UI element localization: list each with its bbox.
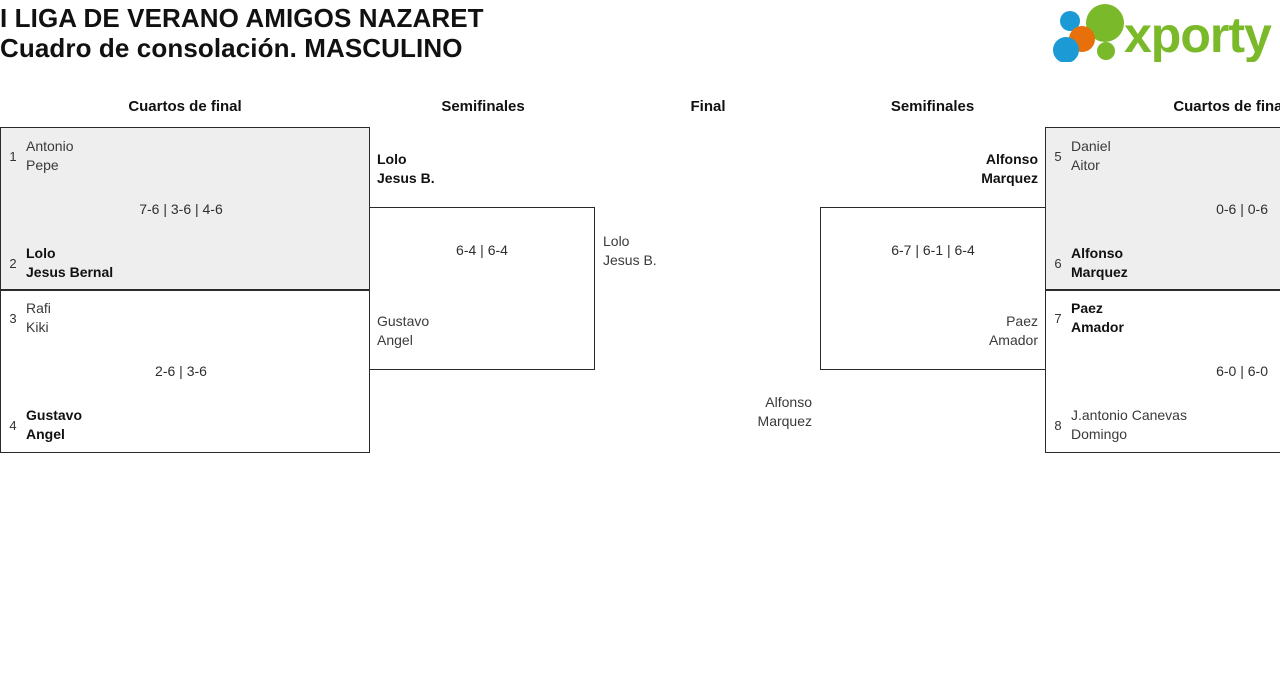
logo-wordmark: xporty [1124,7,1273,62]
competitor-left-sf-top[interactable]: Lolo Jesus B. [377,150,435,188]
player-name-2: Aitor [1071,157,1100,173]
player-name-1: Lolo [26,245,56,261]
competitor-right-qf2-top[interactable]: 7 Paez Amador [1053,299,1124,337]
logo-dot-green-large [1086,4,1124,42]
player-name-1: Paez [1006,313,1038,329]
player-name-2: Jesus B. [603,252,657,268]
competitor-right-qf2-bottom[interactable]: 8 J.antonio Canevas Domingo [1053,406,1187,444]
seed-number: 1 [9,148,17,164]
seed-number: 6 [1054,255,1062,271]
player-name-2: Marquez [757,413,812,429]
match-box-right-qf2[interactable] [1045,290,1280,453]
player-name-2: Angel [26,426,65,442]
player-name-2: Angel [377,332,413,348]
score-right-sf: 6-7 | 6-1 | 6-4 [891,242,975,258]
player-name-2: Domingo [1071,426,1128,442]
seed-number: 7 [1054,310,1062,326]
round-header-sf-right: Semifinales [890,98,975,115]
match-box-left-sf[interactable] [369,207,595,370]
player-name-2: Pepe [26,157,59,173]
player-name-2: Amador [988,332,1038,348]
competitor-left-qf2-bottom[interactable]: 4 Gustavo Angel [8,406,82,444]
round-header-final: Final [690,98,726,115]
score-left-qf1: 7-6 | 3-6 | 4-6 [139,201,223,217]
svg-text:xporty: xporty [1124,7,1272,62]
page-title: I LIGA DE VERANO AMIGOS NAZARET Cuadro d… [0,0,1000,63]
logo-dot-blue-large [1053,37,1079,62]
player-name-2: Kiki [26,319,49,335]
tournament-name: I LIGA DE VERANO AMIGOS NAZARET [0,3,484,33]
seed-number: 2 [9,255,17,271]
logo-dot-green-small [1097,42,1115,60]
xporty-logo[interactable]: xporty [1048,4,1276,62]
finalist-left[interactable]: Lolo Jesus B. [603,232,657,270]
competitor-left-qf1-bottom[interactable]: 2 Lolo Jesus Bernal [8,244,113,282]
score-left-qf2: 2-6 | 3-6 [155,363,207,379]
player-name-1: Gustavo [377,313,430,329]
competitor-right-sf-bottom[interactable]: Paez Amador [820,312,1038,350]
player-name-1: Alfonso [985,151,1038,167]
competitor-left-qf2-top[interactable]: 3 Rafi Kiki [8,299,51,337]
player-name-1: Paez [1071,300,1103,316]
seed-number: 8 [1054,417,1062,433]
player-name-1: Rafi [26,300,51,316]
player-name-1: Alfonso [765,394,812,410]
player-name-2: Amador [1071,319,1124,335]
match-box-right-sf[interactable] [820,207,1046,370]
player-name-1: Alfonso [1071,245,1124,261]
match-box-right-qf1[interactable] [1045,127,1280,290]
player-name-1: J.antonio Canevas [1071,407,1187,423]
player-name-2: Marquez [981,170,1038,186]
competitor-right-sf-top[interactable]: Alfonso Marquez [820,150,1038,188]
seed-number: 4 [9,417,17,433]
bracket-subtitle: Cuadro de consolación. MASCULINO [0,33,463,63]
round-header-qf-left: Cuartos de final [128,98,242,115]
competitor-right-qf1-bottom[interactable]: 6 Alfonso Marquez [1053,244,1128,282]
player-name-2: Jesus B. [377,170,435,186]
match-box-left-qf2[interactable] [0,290,370,453]
competitor-left-sf-bottom[interactable]: Gustavo Angel [377,312,429,350]
seed-number: 5 [1054,148,1062,164]
player-name-1: Lolo [377,151,407,167]
score-left-sf: 6-4 | 6-4 [456,242,508,258]
competitor-right-qf1-top[interactable]: 5 Daniel Aitor [1053,137,1111,175]
round-header-qf-right: Cuartos de final [1173,98,1280,115]
player-name-1: Daniel [1071,138,1111,154]
match-box-left-qf1[interactable] [0,127,370,290]
player-name-1: Lolo [603,233,630,249]
player-name-1: Antonio [26,138,74,154]
player-name-2: Jesus Bernal [26,264,114,280]
round-header-sf-left: Semifinales [441,98,525,115]
player-name-1: Gustavo [26,407,83,423]
seed-number: 3 [9,310,17,326]
player-name-2: Marquez [1071,264,1128,280]
finalist-right[interactable]: Alfonso Marquez [620,393,812,431]
score-right-qf1: 0-6 | 0-6 [1216,201,1268,217]
competitor-left-qf1-top[interactable]: 1 Antonio Pepe [8,137,73,175]
logo-dot-blue-small [1060,11,1080,31]
score-right-qf2: 6-0 | 6-0 [1216,363,1268,379]
